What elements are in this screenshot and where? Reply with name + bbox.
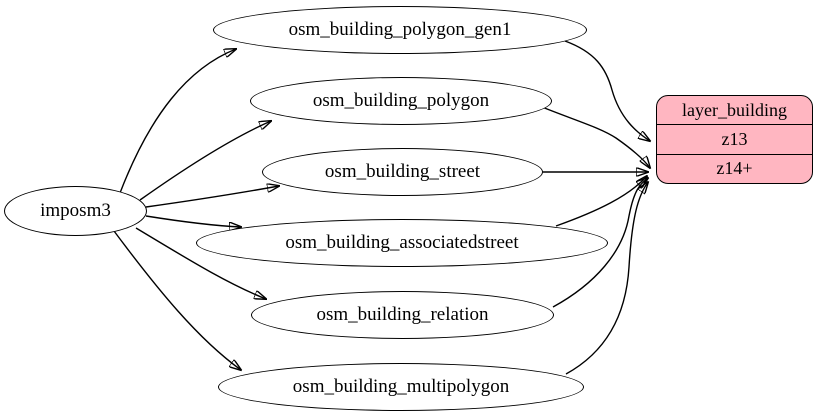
node-osm-building-polygon-gen1-label: osm_building_polygon_gen1: [288, 19, 512, 40]
edge-imposm3-to-polygon-gen1: [119, 49, 236, 194]
node-osm-building-relation: osm_building_relation: [251, 291, 554, 339]
node-layer-building: layer_building z13 z14+: [656, 95, 813, 184]
node-osm-building-polygon: osm_building_polygon: [250, 77, 552, 125]
node-osm-building-associatedstreet-label: osm_building_associatedstreet: [285, 232, 519, 253]
node-osm-building-polygon-label: osm_building_polygon: [312, 90, 490, 111]
edge-imposm3-to-street: [145, 186, 279, 208]
node-osm-building-street: osm_building_street: [262, 148, 543, 196]
layer-building-row-z14plus: z14+: [657, 153, 812, 183]
edge-polygon-gen1-to-z13: [564, 40, 650, 141]
edge-associatedstreet-to-z14: [555, 176, 647, 227]
node-osm-building-multipolygon: osm_building_multipolygon: [218, 363, 584, 411]
edge-imposm3-to-polygon: [139, 121, 271, 201]
node-osm-building-street-label: osm_building_street: [324, 161, 481, 182]
node-osm-building-associatedstreet: osm_building_associatedstreet: [196, 219, 608, 267]
node-osm-building-polygon-gen1: osm_building_polygon_gen1: [213, 6, 587, 54]
layer-building-title: layer_building: [682, 99, 787, 120]
edge-multipolygon-to-z14: [565, 182, 648, 375]
node-osm-building-multipolygon-label: osm_building_multipolygon: [292, 376, 510, 397]
edge-imposm3-to-associatedstreet: [145, 215, 241, 227]
node-imposm3: imposm3: [4, 186, 147, 236]
node-osm-building-relation-label: osm_building_relation: [316, 304, 489, 325]
node-imposm3-label: imposm3: [40, 200, 111, 221]
edge-polygon-to-z14: [541, 106, 650, 168]
layer-building-row-z13: z13: [657, 124, 812, 153]
